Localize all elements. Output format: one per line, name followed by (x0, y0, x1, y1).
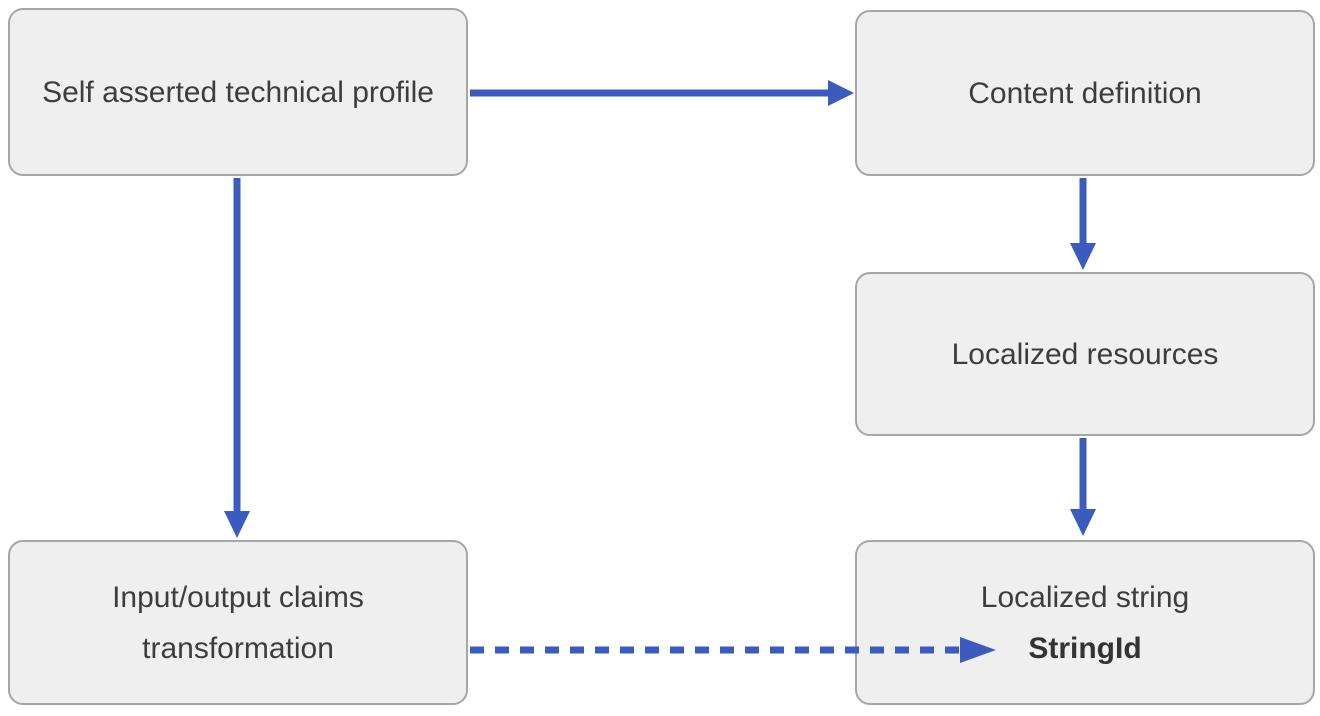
stringid-label: StringId (1028, 631, 1142, 665)
node-label: Localized resources (951, 337, 1219, 371)
node-label: Content definition (968, 76, 1202, 110)
arrow-self-asserted-to-content-definition (470, 80, 854, 106)
node-localized-string: Localized string StringId (855, 540, 1315, 705)
localized-string-label: Localized string (980, 580, 1190, 614)
node-label: Input/output claims transformation (112, 580, 364, 665)
node-localized-resources: Localized resources (855, 272, 1315, 436)
arrow-self-asserted-to-claims-transformation (224, 178, 250, 538)
node-claims-transformation: Input/output claims transformation (8, 540, 468, 705)
node-content-definition: Content definition (855, 10, 1315, 176)
arrow-content-definition-to-localized-resources (1070, 178, 1096, 270)
node-label: Self asserted technical profile (42, 75, 434, 109)
arrow-localized-resources-to-localized-string (1070, 438, 1096, 536)
node-self-asserted-technical-profile: Self asserted technical profile (8, 8, 468, 176)
node-label: Localized string StringId (981, 572, 1189, 674)
